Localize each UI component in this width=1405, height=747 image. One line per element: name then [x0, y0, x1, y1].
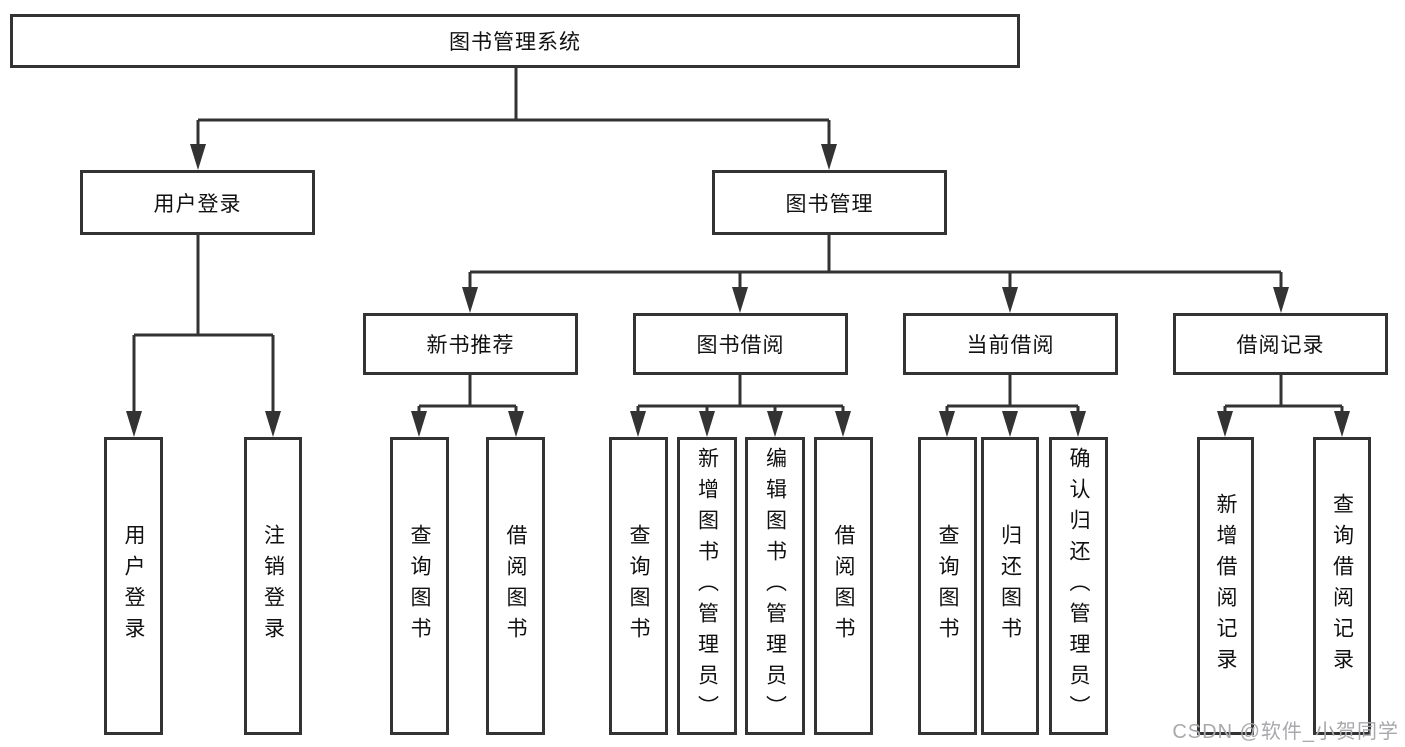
leaf-add-books-admin: 新增图书（管理员） [677, 437, 737, 735]
node-label: 借阅图书 [504, 524, 527, 648]
node-label: 用户登录 [122, 524, 145, 648]
leaf-query-books-recommend: 查询图书 [390, 437, 449, 735]
node-book-borrow: 图书借阅 [633, 313, 848, 375]
leaf-edit-books-admin: 编辑图书（管理员） [745, 437, 805, 735]
node-label: 确认归还（管理员） [1067, 446, 1090, 726]
node-label: 查询图书 [936, 524, 959, 648]
node-label: 注销登录 [261, 524, 285, 648]
node-label: 图书借阅 [696, 334, 785, 357]
leaf-confirm-return-admin: 确认归还（管理员） [1049, 437, 1108, 735]
node-label: 图书管理系统 [449, 31, 581, 54]
node-label: 新书推荐 [426, 334, 515, 357]
leaf-query-books-current: 查询图书 [918, 437, 977, 735]
node-label: 编辑图书（管理员） [763, 446, 787, 726]
node-label: 用户登录 [153, 192, 242, 216]
leaf-query-books-borrow: 查询图书 [609, 437, 668, 735]
leaf-add-borrow-record: 新增借阅记录 [1197, 437, 1254, 735]
node-label: 新增图书（管理员） [695, 446, 719, 726]
leaf-borrow-books: 借阅图书 [814, 437, 873, 735]
leaf-logout: 注销登录 [244, 437, 302, 735]
node-current-borrow: 当前借阅 [903, 313, 1118, 375]
leaf-return-books: 归还图书 [981, 437, 1039, 735]
leaf-query-borrow-record: 查询借阅记录 [1313, 437, 1371, 735]
node-new-book-recommend: 新书推荐 [363, 313, 578, 375]
node-label: 借阅图书 [832, 524, 855, 648]
node-user-login: 用户登录 [80, 170, 315, 235]
node-label: 查询借阅记录 [1330, 493, 1354, 679]
node-label: 当前借阅 [966, 334, 1055, 357]
node-label: 借阅记录 [1236, 334, 1325, 357]
node-label: 图书管理 [785, 192, 874, 216]
leaf-user-login: 用户登录 [104, 437, 163, 735]
node-label: 新增借阅记录 [1214, 493, 1237, 679]
node-library-management-system: 图书管理系统 [10, 14, 1020, 68]
csdn-watermark: CSDN @软件_小贺同学 [1172, 721, 1399, 743]
node-book-management: 图书管理 [712, 170, 947, 235]
node-borrow-records: 借阅记录 [1173, 313, 1388, 375]
leaf-borrow-books-recommend: 借阅图书 [486, 437, 545, 735]
node-label: 查询图书 [627, 524, 650, 648]
node-label: 归还图书 [998, 524, 1022, 648]
node-label: 查询图书 [408, 524, 431, 648]
